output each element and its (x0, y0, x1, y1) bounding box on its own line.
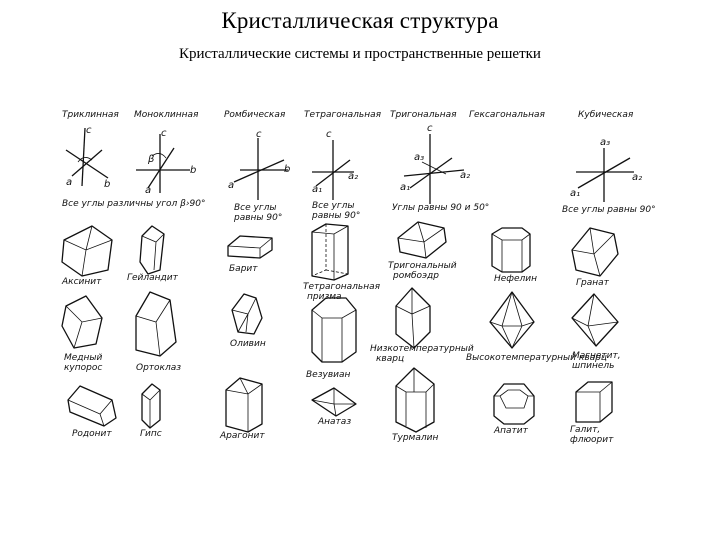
svg-text:c: c (256, 129, 262, 140)
label-low-quartz-2: кварц (376, 354, 404, 364)
page-subtitle: Кристаллические системы и пространственн… (179, 46, 541, 62)
svg-text:a₁: a₁ (312, 184, 322, 195)
label-nepheline: Нефелин (494, 274, 537, 284)
crystal-garnet (571, 227, 619, 277)
caption-orthorhombic-2: равны 90° (233, 213, 282, 223)
crystal-anatase (311, 387, 357, 417)
label-copper-vitriol-1: Медный (64, 353, 103, 363)
crystal-heulandite (139, 225, 165, 275)
label-rhombohedron-2: ромбоэдр (392, 271, 439, 281)
label-orthoclase: Ортоклаз (136, 363, 181, 373)
label-rhombohedron-1: Тригональный (388, 261, 457, 271)
label-halite-2: флюорит (570, 435, 614, 445)
svg-text:b: b (284, 164, 290, 175)
svg-text:a₂: a₂ (348, 171, 358, 182)
label-halite-1: Галит, (570, 425, 600, 435)
label-low-quartz-1: Низкотемпературный (370, 344, 474, 354)
label-vesuvianite: Везувиан (306, 370, 350, 380)
axes-orthorhombic: c b a (228, 129, 290, 200)
caption-tetragonal-2: равны 90° (311, 211, 360, 221)
label-tetragonal-prism-2: призма (307, 292, 342, 302)
system-label-tetragonal: Тетрагональная (304, 110, 382, 120)
svg-text:a: a (228, 180, 234, 191)
crystal-vesuvianite (311, 297, 357, 363)
caption-cubic: Все углы равны 90° (562, 205, 656, 215)
svg-text:a: a (145, 185, 151, 196)
caption-triclinic: Все углы различны (62, 199, 153, 209)
crystal-tourmaline (395, 367, 435, 433)
label-gypsum: Гипс (140, 429, 162, 439)
page-title: Кристаллическая структура (221, 8, 499, 33)
svg-text:b: b (190, 165, 196, 176)
svg-text:a₃: a₃ (414, 152, 424, 163)
label-magnetite-1: Магнетит, (572, 351, 621, 361)
crystal-olivine (231, 293, 263, 335)
axes-cubic: a₃ a₂ a₁ (570, 137, 642, 202)
label-olivine: Оливин (230, 339, 266, 349)
svg-text:a₁: a₁ (570, 188, 580, 199)
system-label-monoclinic: Моноклинная (134, 110, 199, 120)
label-anatase: Анатаз (317, 417, 351, 427)
label-aragonite: Арагонит (219, 431, 265, 441)
system-label-cubic: Кубическая (578, 110, 634, 120)
caption-tetragonal-1: Все углы (312, 201, 354, 211)
label-heulandite: Гейландит (127, 273, 179, 283)
svg-text:a₂: a₂ (632, 172, 642, 183)
system-label-orthorhombic: Ромбическая (224, 110, 286, 120)
crystal-low-quartz (395, 287, 431, 349)
crystal-orthoclase (135, 291, 177, 357)
caption-orthorhombic-1: Все углы (234, 203, 276, 213)
caption-monoclinic: угол β›90° (155, 199, 205, 209)
svg-text:a₃: a₃ (600, 137, 610, 148)
axis-b: b (104, 179, 110, 190)
svg-text:c: c (326, 129, 332, 140)
crystal-copper-vitriol (61, 295, 103, 349)
system-label-triclinic: Триклинная (62, 110, 119, 120)
svg-text:a₁: a₁ (400, 182, 410, 193)
crystal-aragonite (225, 377, 263, 433)
system-label-trigonal: Тригональная (390, 110, 457, 120)
system-label-hexagonal: Гексагональная (469, 110, 546, 120)
svg-text:c: c (161, 128, 167, 139)
axis-c: c (86, 125, 92, 136)
crystal-rhodonite (67, 385, 117, 427)
crystal-high-quartz (489, 291, 535, 349)
crystal-barite (227, 235, 273, 259)
label-barite: Барит (229, 264, 258, 274)
axis-a: a (66, 177, 72, 188)
svg-text:a₂: a₂ (460, 170, 470, 181)
crystal-magnetite (571, 293, 619, 347)
svg-text:c: c (427, 123, 433, 134)
axes-tetragonal: c a₂ a₁ (312, 129, 358, 200)
crystal-gypsum (141, 383, 161, 429)
label-tetragonal-prism-1: Тетрагональная (303, 282, 381, 292)
crystal-nepheline (491, 227, 531, 273)
crystal-tetragonal-prism (311, 223, 349, 281)
crystal-trigonal-rhombohedron (397, 221, 447, 259)
crystal-axinite (61, 225, 113, 277)
label-tourmaline: Турмалин (392, 433, 438, 443)
label-copper-vitriol-2: купорос (64, 363, 102, 373)
crystal-apatite (493, 383, 535, 425)
crystal-halite (575, 381, 613, 423)
label-magnetite-2: шпинель (572, 361, 614, 371)
label-rhodonite: Родонит (72, 429, 112, 439)
caption-trigonal: Углы равны 90 и 50° (392, 203, 489, 213)
label-garnet: Гранат (576, 278, 610, 288)
axes-triclinic: c a b (65, 125, 110, 190)
axes-monoclinic: c β b a (136, 128, 196, 196)
label-axinite: Аксинит (61, 277, 102, 287)
label-apatite: Апатит (493, 426, 529, 436)
axes-trigonal: c a₃ a₂ a₁ (400, 123, 470, 204)
label-high-quartz: Высокотемпературный кварц (466, 353, 607, 363)
svg-text:β: β (147, 154, 155, 165)
